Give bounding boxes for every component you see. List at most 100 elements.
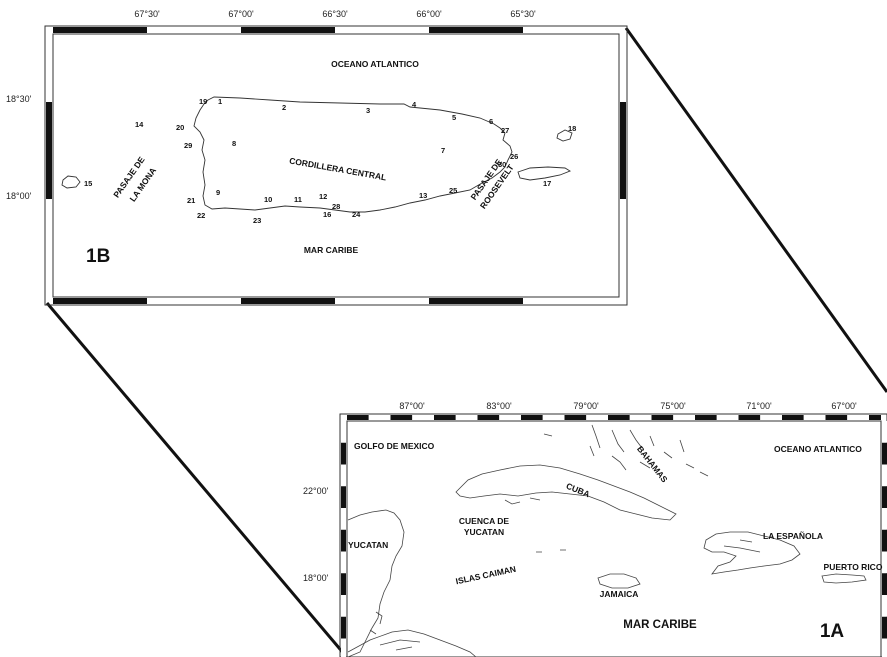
frame-segment bbox=[341, 529, 346, 552]
lon-tick-label: 75°00' bbox=[660, 401, 686, 411]
vieques-coastline bbox=[517, 166, 572, 181]
lon-tick-label: 67°00' bbox=[831, 401, 857, 411]
site-number: 3 bbox=[366, 106, 370, 115]
jamaica-coastline bbox=[597, 573, 641, 589]
panel-label-1b: 1B bbox=[86, 246, 110, 267]
frame-segment bbox=[335, 27, 429, 33]
frame-segment bbox=[620, 34, 626, 102]
lon-tick-label: 66°00' bbox=[416, 9, 442, 19]
site-number: 14 bbox=[135, 120, 144, 129]
puerto-rico-label: PUERTO RICO bbox=[824, 562, 883, 572]
lon-tick-label: 66°30' bbox=[322, 9, 348, 19]
lat-tick-label: 18°30' bbox=[6, 94, 32, 104]
frame-segment bbox=[869, 415, 881, 420]
hispaniola-coastline bbox=[703, 531, 801, 575]
frame-segment bbox=[882, 508, 887, 530]
frame-segment bbox=[608, 415, 630, 420]
frame-segment bbox=[882, 551, 887, 574]
jamaica-label: JAMAICA bbox=[600, 589, 639, 599]
central-america-coastline bbox=[347, 629, 477, 657]
frame-segment bbox=[341, 616, 346, 639]
frame-segment bbox=[499, 415, 521, 420]
yucatan-coastline bbox=[347, 509, 405, 657]
frame-segment bbox=[882, 638, 887, 657]
puerto-rico-small-coastline bbox=[821, 573, 867, 584]
frame-segment bbox=[882, 442, 887, 465]
site-number: 2 bbox=[282, 103, 286, 112]
cuba-coastline bbox=[455, 464, 677, 521]
frame-segment bbox=[241, 298, 335, 304]
inset-1b-frame bbox=[46, 27, 626, 304]
frame-segment bbox=[882, 616, 887, 639]
lon-tick-label: 79°00' bbox=[573, 401, 599, 411]
site-number: 8 bbox=[232, 139, 236, 148]
frame-segment bbox=[53, 298, 147, 304]
site-number: 1 bbox=[218, 97, 222, 106]
gulf-of-mexico-label: GOLFO DE MEXICO bbox=[354, 441, 435, 451]
site-number: 24 bbox=[352, 210, 361, 219]
site-number: 12 bbox=[319, 192, 327, 201]
site-number: 7 bbox=[441, 146, 445, 155]
site-number: 23 bbox=[253, 216, 261, 225]
frame-segment bbox=[523, 298, 619, 304]
frame-segment bbox=[341, 573, 346, 595]
frame-segment bbox=[347, 415, 369, 420]
cayman-islands-coastline bbox=[536, 549, 566, 553]
frame-segment bbox=[564, 415, 587, 420]
frame-segment bbox=[586, 415, 608, 420]
frame-segment bbox=[53, 27, 147, 33]
frame-segment bbox=[147, 27, 241, 33]
mona-island-coastline bbox=[61, 175, 81, 189]
site-number: 19 bbox=[199, 97, 207, 106]
frame-segment bbox=[620, 102, 626, 199]
lat-tick-label: 22°00' bbox=[303, 486, 329, 496]
frame-segment bbox=[803, 415, 826, 420]
site-number: 15 bbox=[84, 179, 92, 188]
frame-segment bbox=[335, 298, 429, 304]
site-number: 6 bbox=[489, 117, 493, 126]
site-number: 28 bbox=[332, 202, 340, 211]
frame-segment bbox=[673, 415, 695, 420]
frame-segment bbox=[434, 415, 456, 420]
lon-tick-label: 65°30' bbox=[510, 9, 536, 19]
yucatan-basin-label: YUCATAN bbox=[464, 527, 504, 537]
site-number: 16 bbox=[323, 210, 331, 219]
lon-tick-label: 87°00' bbox=[399, 401, 425, 411]
site-number: 22 bbox=[197, 211, 205, 220]
frame-segment bbox=[341, 595, 346, 617]
frame-segment bbox=[523, 27, 619, 33]
atlantic-ocean-label: OCEANO ATLANTICO bbox=[331, 59, 419, 69]
frame-segment bbox=[620, 199, 626, 297]
site-number: 25 bbox=[449, 186, 457, 195]
site-number: 21 bbox=[187, 196, 195, 205]
main-1a-map: 87°00' 83°00' 79°00' 75°00' 71°00' 67°00… bbox=[303, 401, 887, 657]
frame-segment bbox=[455, 415, 478, 420]
frame-segment bbox=[341, 464, 346, 487]
site-number: 4 bbox=[412, 100, 417, 109]
frame-segment bbox=[882, 486, 887, 508]
hispaniola-label: LA ESPAÑOLA bbox=[763, 531, 823, 541]
frame-segment bbox=[46, 102, 52, 199]
frame-segment bbox=[412, 415, 434, 420]
frame-segment bbox=[429, 27, 523, 33]
frame-segment bbox=[368, 415, 391, 420]
frame-segment bbox=[782, 415, 804, 420]
bahamas-coastline bbox=[543, 424, 709, 477]
frame-segment bbox=[46, 34, 52, 102]
frame-segment bbox=[629, 415, 652, 420]
frame-segment bbox=[241, 27, 335, 33]
site-number: 26 bbox=[510, 152, 518, 161]
yucatan-label: YUCATAN bbox=[348, 540, 388, 550]
lon-tick-label: 83°00' bbox=[486, 401, 512, 411]
frame-segment bbox=[341, 508, 346, 530]
frame-segment bbox=[341, 638, 346, 657]
lon-tick-label: 67°00' bbox=[228, 9, 254, 19]
frame-segment bbox=[716, 415, 739, 420]
site-number: 5 bbox=[452, 113, 456, 122]
frame-segment bbox=[341, 551, 346, 574]
connector-line-bottom bbox=[45, 302, 347, 656]
site-number: 11 bbox=[294, 195, 302, 204]
frame-segment bbox=[542, 415, 565, 420]
site-number: 10 bbox=[264, 195, 272, 204]
